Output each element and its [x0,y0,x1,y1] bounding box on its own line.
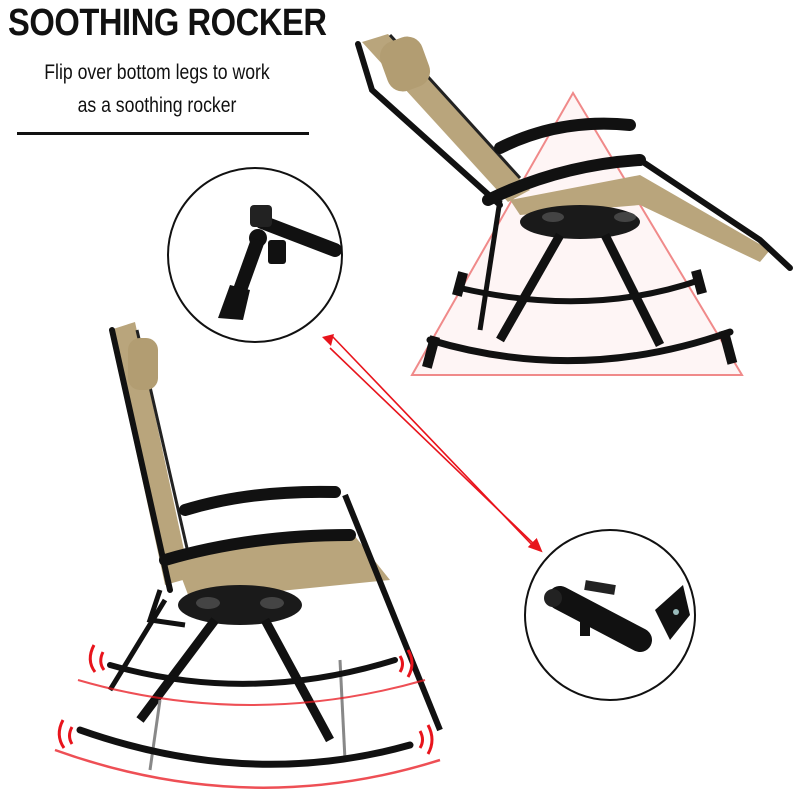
subtitle-line-1: Flip over bottom legs to work [44,61,270,84]
subtitle-line-2: as a soothing rocker [77,94,237,117]
subtitle: Flip over bottom legs to work as a sooth… [25,56,289,122]
flip-arrow [322,334,543,553]
title-divider [17,132,309,135]
detail-circle-folded-leg [167,167,343,343]
page-title: SOOTHING ROCKER [8,2,327,44]
top-reclined-chair [355,33,793,376]
detail-circle-rocker-leg [524,529,696,701]
bottom-upright-chair [54,322,443,789]
